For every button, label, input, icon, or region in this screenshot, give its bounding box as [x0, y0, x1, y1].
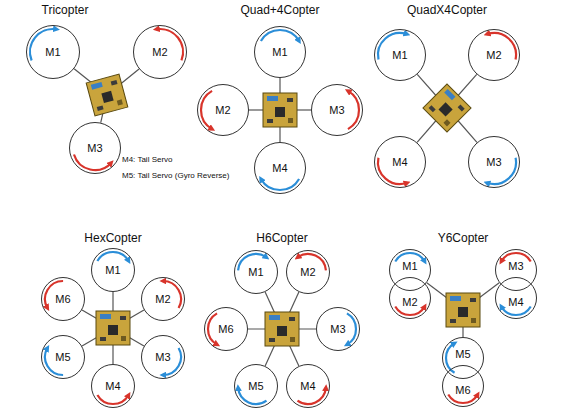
rotation-arrow — [261, 30, 299, 41]
rotation-arrow — [97, 395, 128, 404]
motor-label: M3 — [508, 261, 523, 272]
frame-title: Quad+4Copter — [240, 4, 319, 16]
motor-label: M1 — [105, 265, 120, 276]
motor-label: M2 — [155, 294, 170, 305]
motor-circle: M1 — [254, 26, 306, 78]
motor-label: M3 — [330, 324, 345, 335]
motor-circle: M2 — [389, 277, 431, 319]
motor-circle: M5 — [442, 337, 484, 379]
motor-circle: M2 — [286, 250, 330, 294]
motor-circle: M1 — [91, 248, 135, 292]
motor-label: M3 — [329, 105, 344, 116]
flight-controller-board — [96, 311, 130, 345]
flight-controller-board — [263, 93, 297, 127]
motor-circle: M3 — [311, 84, 363, 136]
motor-circle: M4 — [374, 136, 426, 188]
motor-circle: M6 — [204, 307, 248, 351]
motor-circle: M6 — [442, 365, 484, 407]
rotation-arrow — [201, 91, 212, 129]
flight-controller-board — [423, 84, 471, 132]
motor-circle: M1 — [26, 25, 80, 79]
motor-circle: M5 — [234, 364, 278, 408]
motor-label: M3 — [155, 352, 170, 363]
motor-label: M1 — [45, 47, 60, 58]
motor-label: M2 — [152, 47, 167, 58]
motor-circle: M3 — [316, 307, 360, 351]
motor-label: M6 — [55, 294, 70, 305]
motor-label: M4 — [105, 381, 120, 392]
motor-circle: M3 — [141, 335, 185, 379]
flight-controller-board — [86, 74, 128, 116]
motor-circle: M1 — [234, 250, 278, 294]
frame-title: QuadX4Copter — [407, 4, 487, 16]
motor-label: M4 — [300, 381, 315, 392]
arm-lines — [74, 69, 499, 366]
rotation-arrow — [261, 179, 299, 190]
motor-label: M1 — [402, 261, 417, 272]
motor-label: M6 — [218, 324, 233, 335]
motor-circle: M4 — [91, 364, 135, 408]
motor-label: M3 — [87, 143, 102, 154]
motor-label: M1 — [392, 50, 407, 61]
rotation-arrow — [348, 91, 359, 129]
motor-label: M4 — [392, 157, 407, 168]
rotation-arrows — [30, 29, 531, 404]
motor-label: M4 — [272, 163, 287, 174]
rotation-arrow — [208, 313, 217, 344]
rotation-arrow — [97, 252, 128, 261]
motor-circle: M2 — [133, 25, 187, 79]
motor-label: M5 — [55, 352, 70, 363]
motor-circle: M2 — [141, 277, 185, 321]
motor-circle: M2 — [468, 29, 520, 81]
frame-title: Y6Copter — [438, 232, 489, 244]
motor-label: M2 — [402, 297, 417, 308]
frame-title: H6Copter — [256, 232, 307, 244]
motor-label: M5 — [248, 381, 263, 392]
flight-controllers — [86, 74, 480, 346]
rotation-arrow — [448, 394, 477, 403]
motor-label: M4 — [508, 297, 523, 308]
motor-circle: M2 — [197, 84, 249, 136]
motor-circle: M4 — [254, 142, 306, 194]
motor-circle: M6 — [41, 277, 85, 321]
motor-label: M5 — [455, 349, 470, 360]
motor-label: M1 — [272, 47, 287, 58]
motor-circle: M1 — [389, 249, 431, 291]
frame-title: HexCopter — [84, 232, 141, 244]
servo-note: M5: Tail Servo (Gyro Reverse) — [122, 172, 229, 180]
servo-note: M4: Tail Servo — [122, 156, 173, 164]
motor-circle: M3 — [468, 136, 520, 188]
motor-label: M6 — [455, 385, 470, 396]
motor-label: M2 — [300, 267, 315, 278]
rotation-arrow — [501, 306, 530, 315]
frame-title: Tricopter — [42, 4, 89, 16]
rotation-arrow — [395, 306, 424, 315]
flight-controller-board — [446, 293, 480, 327]
motor-circle: M5 — [41, 335, 85, 379]
motor-label: M3 — [486, 157, 501, 168]
motor-circle: M4 — [495, 277, 537, 319]
motor-label: M1 — [248, 267, 263, 278]
motor-circle: M4 — [286, 364, 330, 408]
motor-label: M2 — [215, 105, 230, 116]
motor-label: M2 — [486, 50, 501, 61]
motor-circle: M3 — [69, 122, 121, 174]
motor-circle: M1 — [374, 29, 426, 81]
motor-circle: M3 — [495, 249, 537, 291]
rotation-arrow — [347, 313, 356, 344]
flight-controller-board — [265, 312, 299, 346]
